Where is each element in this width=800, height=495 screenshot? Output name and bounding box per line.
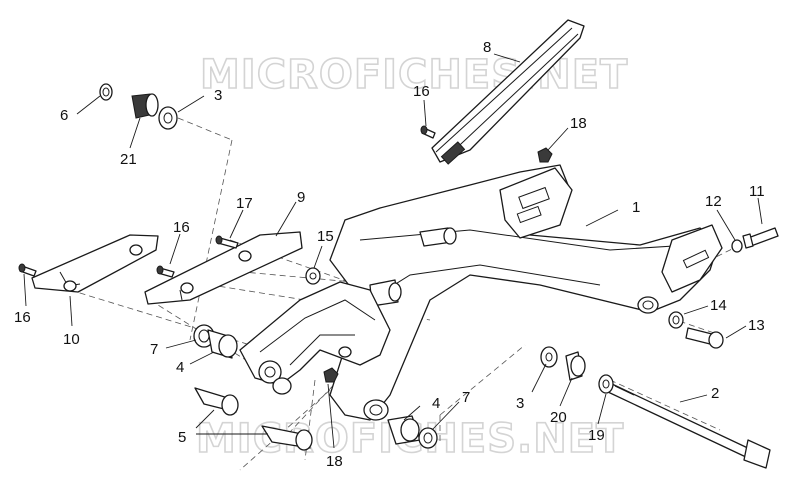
callout-2: 2 <box>711 385 719 402</box>
callout-16-mid: 16 <box>173 219 190 236</box>
spacer-15 <box>305 267 321 285</box>
callout-8: 8 <box>483 39 491 56</box>
callout-6: 6 <box>60 107 68 124</box>
washer-14 <box>668 311 684 329</box>
bracket-plate-9 <box>144 231 303 305</box>
washer-19 <box>598 374 614 394</box>
callout-19: 19 <box>588 427 605 444</box>
callout-5: 5 <box>178 429 186 446</box>
callout-3-right: 3 <box>516 395 524 412</box>
bolt-17 <box>215 235 239 249</box>
chain-guide <box>431 19 585 165</box>
callout-16-left: 16 <box>14 309 31 326</box>
axle-bolt <box>607 383 771 469</box>
nut-12 <box>731 239 743 253</box>
washer-3-right <box>540 346 558 368</box>
bushing-20 <box>565 351 586 381</box>
sleeve-5-upper <box>194 387 239 416</box>
callout-7-right: 7 <box>462 389 470 406</box>
bolt-13 <box>685 327 724 349</box>
nut-18-top <box>537 147 553 163</box>
callout-12: 12 <box>705 193 722 210</box>
bracket-plate-10 <box>31 234 159 293</box>
swingarm <box>329 164 723 421</box>
callout-21: 21 <box>120 151 137 168</box>
callout-13: 13 <box>748 317 765 334</box>
callout-4-left: 4 <box>176 359 184 376</box>
washer-7-right <box>418 427 438 449</box>
callout-16-top: 16 <box>413 83 430 100</box>
callout-10: 10 <box>63 331 80 348</box>
callout-11: 11 <box>749 183 765 200</box>
callout-18-top: 18 <box>570 115 587 132</box>
callout-17: 17 <box>236 195 253 212</box>
callout-1: 1 <box>632 199 640 216</box>
callout-4-right: 4 <box>432 395 440 412</box>
nut-18-bottom <box>323 367 339 383</box>
washer-3-top <box>158 106 178 130</box>
bolt-16-left <box>18 263 37 277</box>
bolt-16-mid <box>156 265 175 278</box>
bolt-11 <box>742 227 779 249</box>
callout-3-top: 3 <box>214 87 222 104</box>
sleeve-5-lower <box>261 425 313 451</box>
washer-6 <box>99 83 113 101</box>
suspension-linkage <box>239 281 391 395</box>
bushing-4-left <box>207 329 238 359</box>
callout-15: 15 <box>317 228 334 245</box>
callout-9: 9 <box>297 189 305 206</box>
callout-14: 14 <box>710 297 727 314</box>
callout-labels: 1 2 3 3 4 4 5 6 7 7 8 9 10 11 12 13 14 1… <box>14 39 765 470</box>
leader-lines <box>23 53 763 449</box>
bolt-16-top <box>420 125 436 139</box>
callout-18-bottom: 18 <box>326 453 343 470</box>
bushing-21 <box>131 93 159 119</box>
callout-7-left: 7 <box>150 341 158 358</box>
callout-20: 20 <box>550 409 567 426</box>
